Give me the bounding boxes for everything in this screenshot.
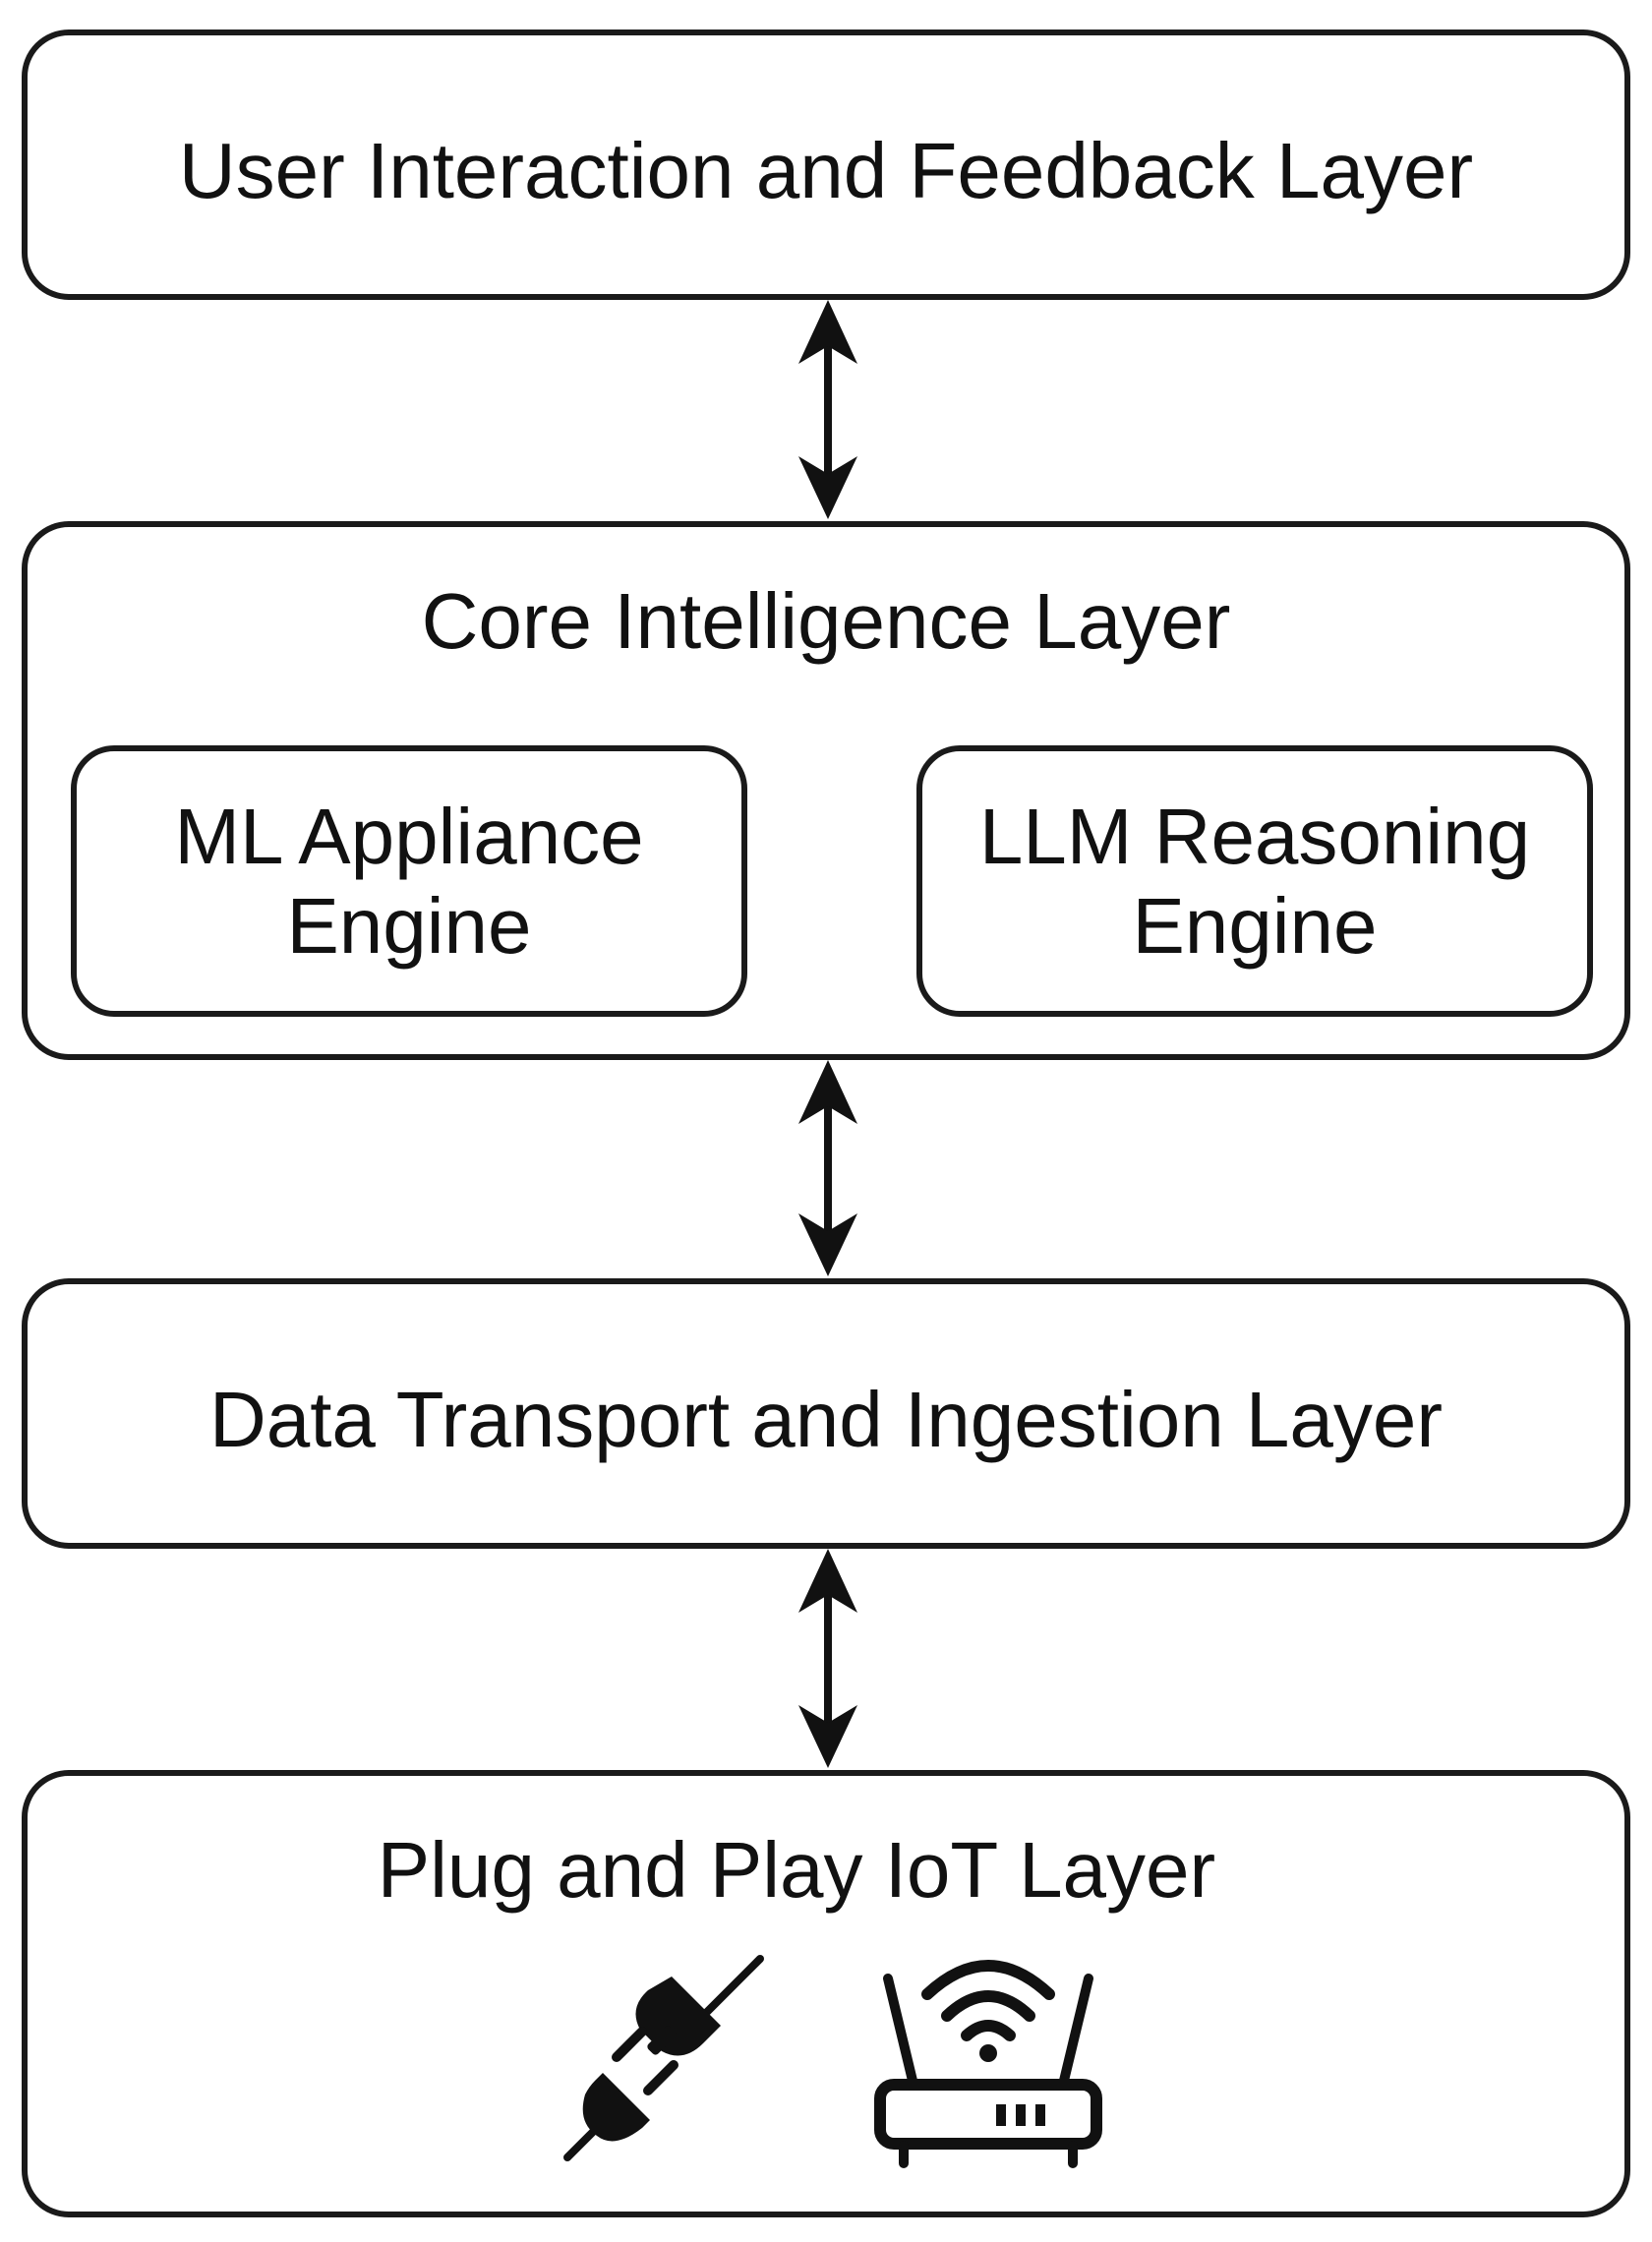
plug-socket-icon xyxy=(563,1955,764,2161)
ml-appliance-engine-line2: Engine xyxy=(286,882,532,970)
ml-appliance-engine-line1: ML Appliance xyxy=(174,792,644,880)
iot-layer: Plug and Play IoT Layer xyxy=(22,1770,1630,2217)
user-interaction-layer: User Interaction and Feedback Layer xyxy=(22,30,1630,300)
arrow-user-core xyxy=(798,300,857,519)
core-intelligence-layer-label: Core Intelligence Layer xyxy=(421,577,1231,665)
llm-reasoning-engine-line1: LLM Reasoning xyxy=(978,792,1531,880)
llm-reasoning-engine-line2: Engine xyxy=(1132,882,1378,970)
arrow-core-transport xyxy=(798,1060,857,1276)
arrow-transport-iot xyxy=(798,1549,857,1768)
user-interaction-layer-label: User Interaction and Feedback Layer xyxy=(178,127,1474,214)
core-intelligence-layer: Core Intelligence Layer ML Appliance Eng… xyxy=(22,521,1630,1060)
data-transport-layer: Data Transport and Ingestion Layer xyxy=(22,1278,1630,1549)
iot-layer-label: Plug and Play IoT Layer xyxy=(377,1826,1216,1914)
data-transport-layer-label: Data Transport and Ingestion Layer xyxy=(208,1376,1444,1463)
ml-appliance-engine: ML Appliance Engine xyxy=(71,745,747,1017)
wifi-router-icon xyxy=(874,1960,1102,2168)
llm-reasoning-engine: LLM Reasoning Engine xyxy=(916,745,1593,1017)
